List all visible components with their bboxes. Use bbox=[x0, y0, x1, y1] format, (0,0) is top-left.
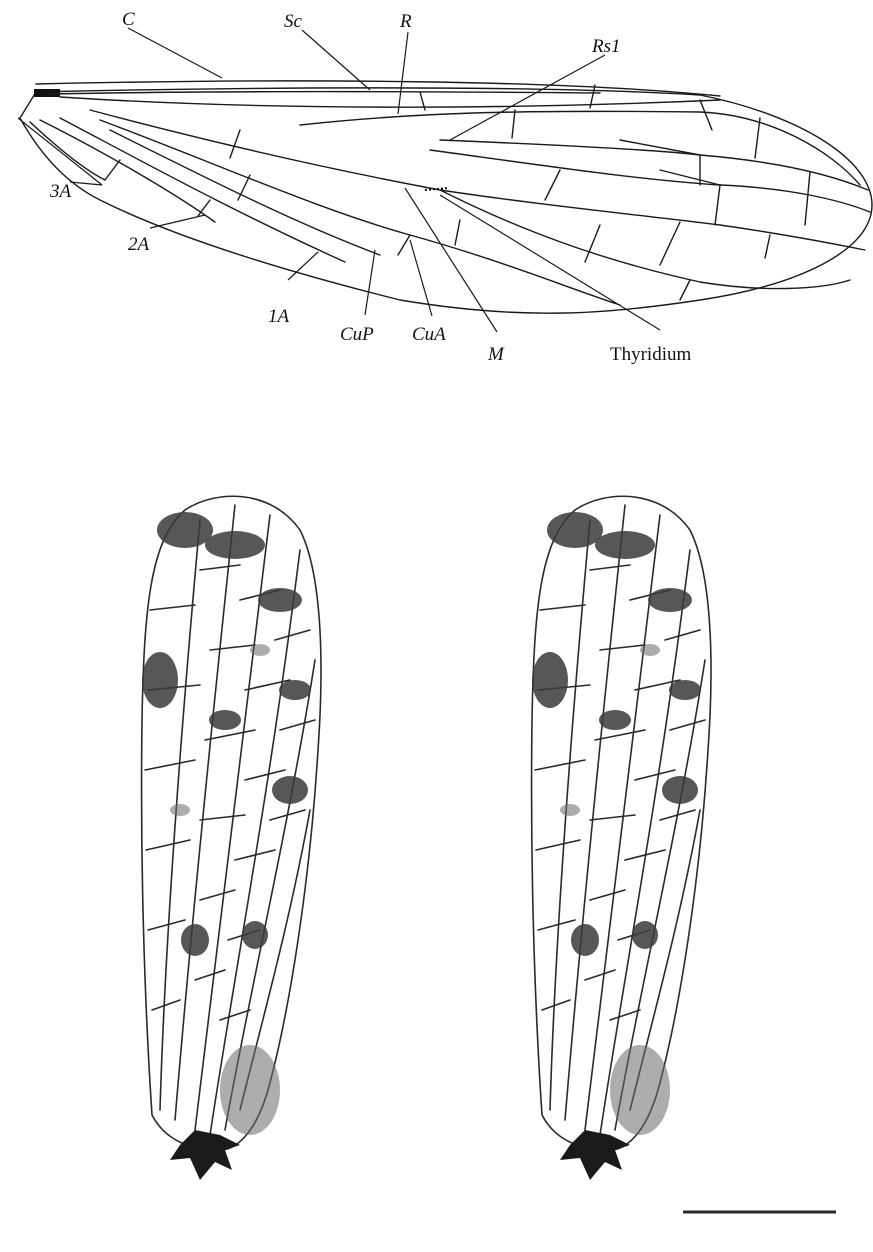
radial-sector-vein bbox=[300, 111, 860, 185]
wing-outline bbox=[20, 88, 872, 313]
label-1a: 1A bbox=[268, 306, 290, 327]
cua-vein bbox=[100, 120, 620, 305]
label-cua: CuA bbox=[412, 324, 446, 345]
media-vein bbox=[90, 110, 865, 250]
label-sc: Sc bbox=[284, 11, 303, 32]
rs-branch-2 bbox=[430, 150, 870, 212]
rs-branch-1 bbox=[440, 140, 868, 190]
label-thyridium: Thyridium bbox=[610, 344, 691, 365]
radius-vein bbox=[60, 97, 720, 107]
label-r: R bbox=[399, 11, 412, 32]
label-c: C bbox=[122, 9, 135, 30]
leader-lines bbox=[18, 28, 660, 332]
wing-base-sclerite bbox=[34, 89, 60, 97]
wing-venation-diagram: C Sc R Rs1 3A 2A 1A CuP CuA M Thyridium bbox=[18, 9, 872, 365]
label-3a: 3A bbox=[49, 181, 72, 202]
label-2a: 2A bbox=[128, 234, 150, 255]
stereo-photo-right bbox=[532, 496, 711, 1180]
label-rs1: Rs1 bbox=[591, 36, 621, 57]
label-cup: CuP bbox=[340, 324, 374, 345]
label-m: M bbox=[487, 344, 505, 365]
subcosta-vein bbox=[50, 92, 600, 94]
stereo-photo-left bbox=[142, 496, 321, 1180]
anal-vein-1 bbox=[60, 118, 345, 262]
media-branch bbox=[440, 190, 850, 289]
